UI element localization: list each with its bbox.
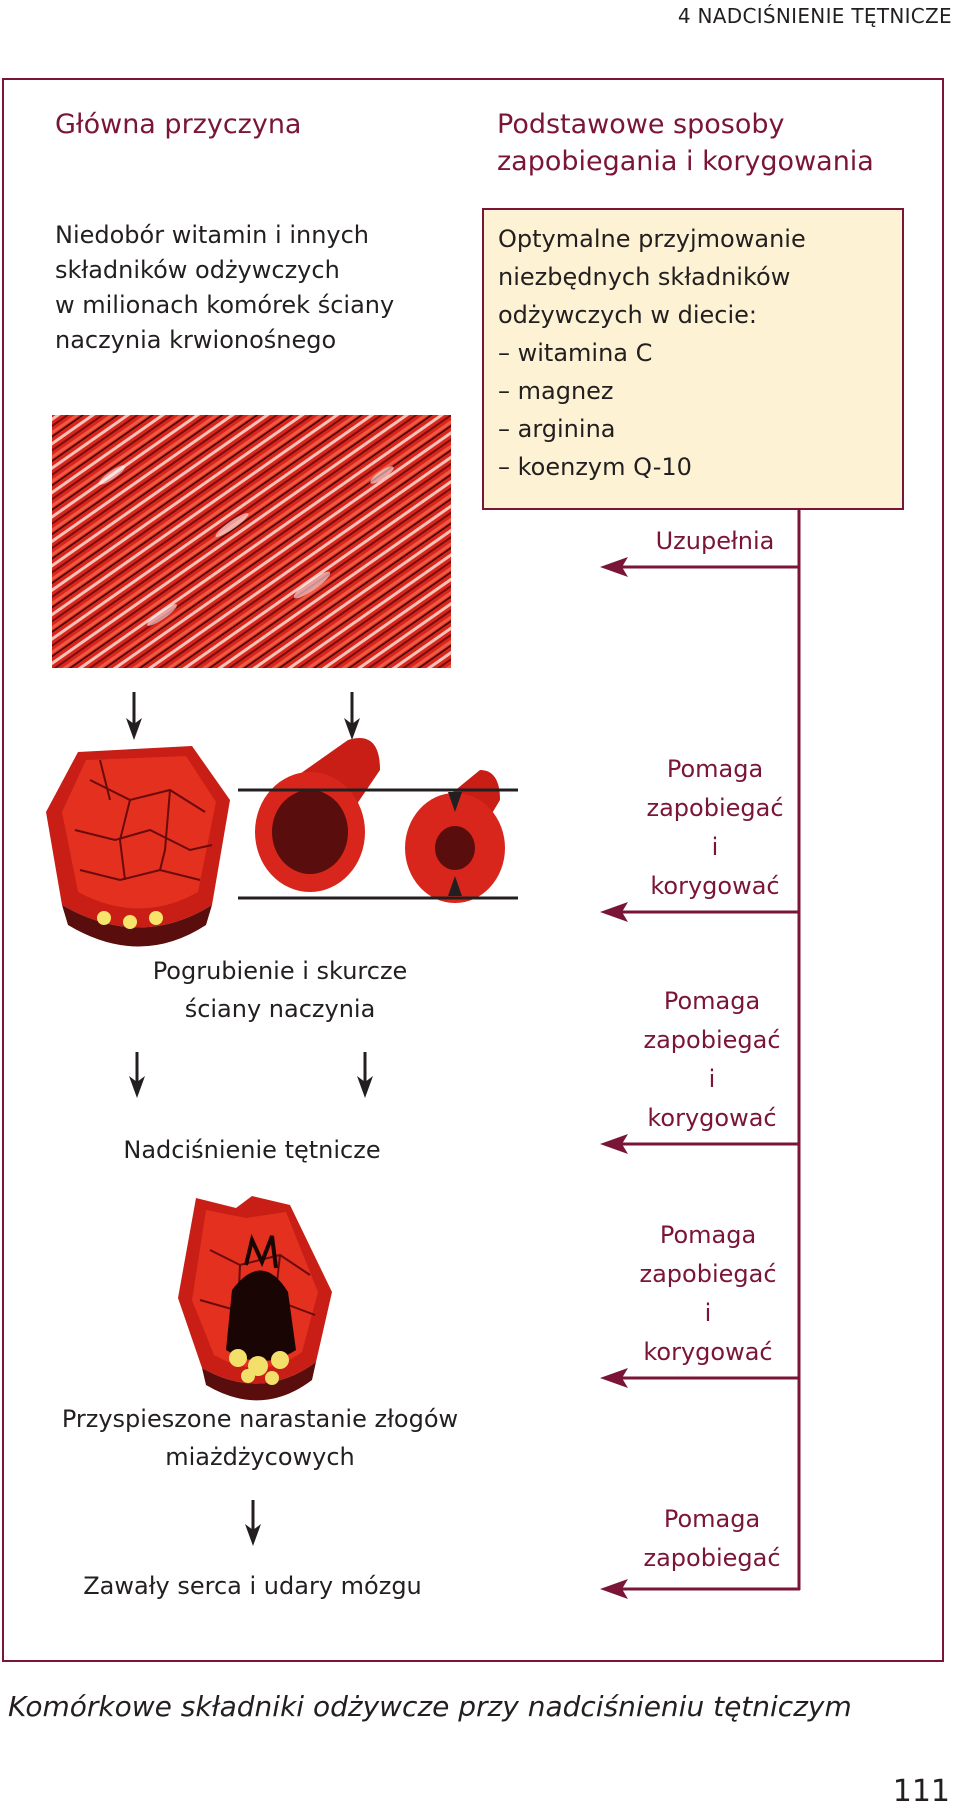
down-arrow-icon [126, 692, 142, 740]
nutrient-line: – arginina [498, 415, 616, 443]
narrowing-arrow-icon [448, 792, 462, 896]
left-arrow-icon [600, 1368, 800, 1388]
arrow-label-prevent: Pomaga zapobiegać i korygować [618, 1216, 798, 1372]
arrow-label-line: zapobiegać [643, 1544, 781, 1572]
left-arrow-icon [600, 1134, 800, 1154]
tissue-texture [52, 415, 451, 668]
arrow-label-line: korygować [650, 872, 780, 900]
nutrient-line: Optymalne przyjmowanie [498, 225, 806, 253]
arrow-label-supplements: Uzupełnia [655, 527, 775, 555]
nutrient-box: Optymalne przyjmowanie niezbędnych skład… [482, 208, 904, 510]
left-arrow-icon [600, 902, 800, 922]
prevention-heading-line: zapobiegania i korygowania [497, 146, 874, 177]
arrow-label-line: korygować [643, 1338, 773, 1366]
arrow-label-line: Pomaga [666, 755, 764, 783]
stage-plaque: Przyspieszone narastanie złogów miażdżyc… [40, 1400, 480, 1476]
arrow-label-line: korygować [647, 1104, 777, 1132]
stage-line: Przyspieszone narastanie złogów [61, 1405, 459, 1433]
vessel-cross-section-icon [405, 770, 505, 903]
stage-line: ściany naczynia [184, 995, 376, 1023]
plaque-vessel-icon [178, 1196, 332, 1401]
arrow-label-line: i [708, 1065, 716, 1093]
cause-line: składników odżywczych [55, 256, 340, 284]
down-arrow-icon [344, 692, 360, 740]
stage-wall-thickening: Pogrubienie i skurcze ściany naczynia [80, 952, 480, 1028]
vessel-wall-icon [46, 746, 230, 947]
arrow-label-line: Pomaga [659, 1221, 757, 1249]
arrow-label-prevent: Pomaga zapobiegać i korygować [625, 750, 805, 906]
main-cause-heading: Główna przyczyna [55, 109, 302, 140]
down-arrow-icon [245, 1500, 261, 1546]
nutrient-line: odżywczych w diecie: [498, 301, 758, 329]
vessel-cross-section-icon [255, 738, 380, 892]
prevention-heading: Podstawowe sposoby zapobiegania i korygo… [497, 106, 874, 180]
cause-line: naczynia krwionośnego [55, 326, 337, 354]
arrow-label-line: i [704, 1299, 712, 1327]
down-arrow-icon [129, 1052, 145, 1098]
stage-heart-attack-stroke: Zawały serca i udary mózgu [83, 1572, 422, 1600]
stage-hypertension: Nadciśnienie tętnicze [123, 1136, 381, 1164]
cause-line: w milionach komórek ściany [55, 291, 395, 319]
arrow-label-prevent: Pomaga zapobiegać [622, 1500, 802, 1578]
arrow-label-line: Pomaga [663, 987, 761, 1015]
down-arrow-icon [357, 1052, 373, 1098]
left-arrow-icon [600, 557, 800, 577]
arrow-label-line: zapobiegać [646, 794, 784, 822]
nutrient-line: niezbędnych składników [498, 263, 791, 291]
arrow-label-line: zapobiegać [643, 1026, 781, 1054]
page-number: 111 [892, 1774, 950, 1809]
arrow-label-line: Pomaga [663, 1505, 761, 1533]
cause-description: Niedobór witamin i innych składników odż… [55, 218, 394, 358]
arrow-label-line: zapobiegać [639, 1260, 777, 1288]
prevention-heading-line: Podstawowe sposoby [497, 109, 785, 140]
stage-line: miażdżycowych [165, 1443, 355, 1471]
nutrient-line: – koenzym Q-10 [498, 453, 692, 481]
cause-line: Niedobór witamin i innych [55, 221, 370, 249]
diagram-frame [2, 78, 944, 1662]
figure-caption: Komórkowe składniki odżywcze przy nadciś… [8, 1690, 852, 1723]
arrow-label-line: i [711, 833, 719, 861]
nutrient-line: – magnez [498, 377, 614, 405]
stage-line: Pogrubienie i skurcze [152, 957, 408, 985]
chapter-header: 4 NADCIŚNIENIE TĘTNICZE [677, 4, 952, 28]
left-arrow-icon [600, 1579, 800, 1599]
nutrient-line: – witamina C [498, 339, 653, 367]
arrow-label-prevent: Pomaga zapobiegać i korygować [622, 982, 802, 1138]
